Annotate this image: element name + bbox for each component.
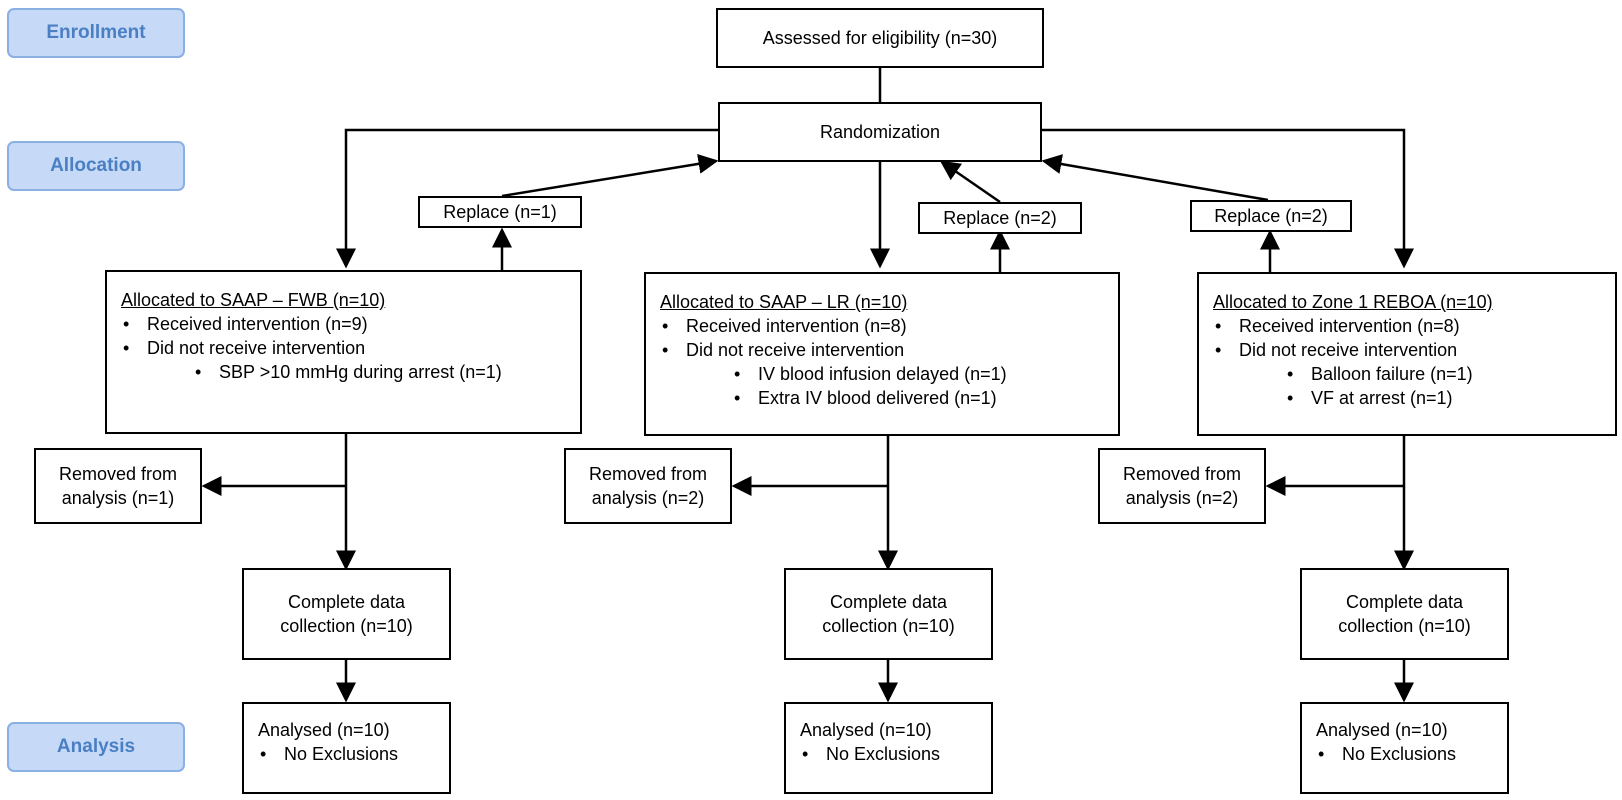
removed-lr-line: Removed from — [588, 464, 708, 484]
analysed-reboa-box: Analysed (n=10) No Exclusions — [1300, 702, 1509, 794]
lr-reason: Extra IV blood delivered (n=1) — [660, 386, 1118, 410]
randomization-to-reboa-arrow — [1042, 128, 1414, 269]
replace-lr-to-randomization-arrow — [939, 160, 1001, 204]
analysed-reboa-label: Analysed (n=10) — [1316, 720, 1448, 740]
analysed-fwb-box: Analysed (n=10) No Exclusions — [242, 702, 451, 794]
allocation-lr-title: Allocated to SAAP – LR (n=10) — [660, 292, 908, 312]
complete-fwb-box: Complete data collection (n=10) — [242, 568, 451, 660]
complete-lr-box: Complete data collection (n=10) — [784, 568, 993, 660]
fwb-reason: SBP >10 mmHg during arrest (n=1) — [121, 360, 580, 384]
complete-fwb-line: collection (n=10) — [280, 616, 413, 636]
reboa-reason: Balloon failure (n=1) — [1213, 362, 1615, 386]
complete-reboa-box: Complete data collection (n=10) — [1300, 568, 1509, 660]
replace-reboa-to-randomization-arrow — [1041, 154, 1269, 202]
removed-fwb-line: Removed from — [58, 464, 178, 484]
replace-lr-label: Replace (n=2) — [943, 208, 1057, 228]
complete-reboa-line: collection (n=10) — [1338, 616, 1471, 636]
complete-fwb-line: Complete data — [287, 592, 406, 612]
analysed-reboa-exclusions: No Exclusions — [1316, 742, 1507, 766]
allocation-reboa-title: Allocated to Zone 1 REBOA (n=10) — [1213, 292, 1493, 312]
randomization-to-fwb-arrow — [336, 128, 718, 269]
removed-lr-box: Removed from analysis (n=2) — [564, 448, 732, 524]
allocation-reboa-box: Allocated to Zone 1 REBOA (n=10) Receive… — [1197, 272, 1617, 436]
replace-fwb-to-randomization-arrow — [501, 153, 719, 198]
assessed-box: Assessed for eligibility (n=30) — [716, 8, 1044, 68]
lr-reason: IV blood infusion delayed (n=1) — [660, 362, 1118, 386]
stage-analysis-label: Analysis — [56, 736, 136, 757]
lr-received: Received intervention (n=8) — [660, 314, 1118, 338]
allocation-lr-box: Allocated to SAAP – LR (n=10) Received i… — [644, 272, 1120, 436]
complete-lr-line: Complete data — [829, 592, 948, 612]
removed-reboa-line: Removed from — [1122, 464, 1242, 484]
replace-lr-box: Replace (n=2) — [918, 202, 1082, 234]
reboa-reason: VF at arrest (n=1) — [1213, 386, 1615, 410]
stage-enrollment-label: Enrollment — [46, 22, 146, 43]
analysed-lr-box: Analysed (n=10) No Exclusions — [784, 702, 993, 794]
lr-not-received: Did not receive intervention — [660, 338, 1118, 362]
stage-analysis: Analysis — [7, 722, 185, 772]
allocation-fwb-title: Allocated to SAAP – FWB (n=10) — [121, 290, 386, 310]
analysed-fwb-label: Analysed (n=10) — [258, 720, 390, 740]
fwb-not-received: Did not receive intervention — [121, 336, 580, 360]
stage-enrollment: Enrollment — [7, 8, 185, 58]
replace-reboa-box: Replace (n=2) — [1190, 200, 1352, 232]
randomization-label: Randomization — [819, 122, 941, 142]
replace-fwb-label: Replace (n=1) — [443, 202, 557, 222]
allocation-fwb-box: Allocated to SAAP – FWB (n=10) Received … — [105, 270, 582, 434]
complete-lr-line: collection (n=10) — [822, 616, 955, 636]
stage-allocation: Allocation — [7, 141, 185, 191]
fwb-received: Received intervention (n=9) — [121, 312, 580, 336]
removed-reboa-box: Removed from analysis (n=2) — [1098, 448, 1266, 524]
replace-fwb-box: Replace (n=1) — [418, 196, 582, 228]
randomization-box: Randomization — [718, 102, 1042, 162]
removed-fwb-line: analysis (n=1) — [61, 488, 175, 508]
assessed-label: Assessed for eligibility (n=30) — [762, 28, 998, 48]
reboa-not-received: Did not receive intervention — [1213, 338, 1615, 362]
stage-allocation-label: Allocation — [50, 155, 142, 176]
removed-lr-line: analysis (n=2) — [591, 488, 705, 508]
complete-reboa-line: Complete data — [1345, 592, 1464, 612]
removed-reboa-line: analysis (n=2) — [1125, 488, 1239, 508]
analysed-fwb-exclusions: No Exclusions — [258, 742, 449, 766]
replace-reboa-label: Replace (n=2) — [1214, 206, 1328, 226]
removed-fwb-box: Removed from analysis (n=1) — [34, 448, 202, 524]
analysed-lr-exclusions: No Exclusions — [800, 742, 991, 766]
reboa-received: Received intervention (n=8) — [1213, 314, 1615, 338]
analysed-lr-label: Analysed (n=10) — [800, 720, 932, 740]
